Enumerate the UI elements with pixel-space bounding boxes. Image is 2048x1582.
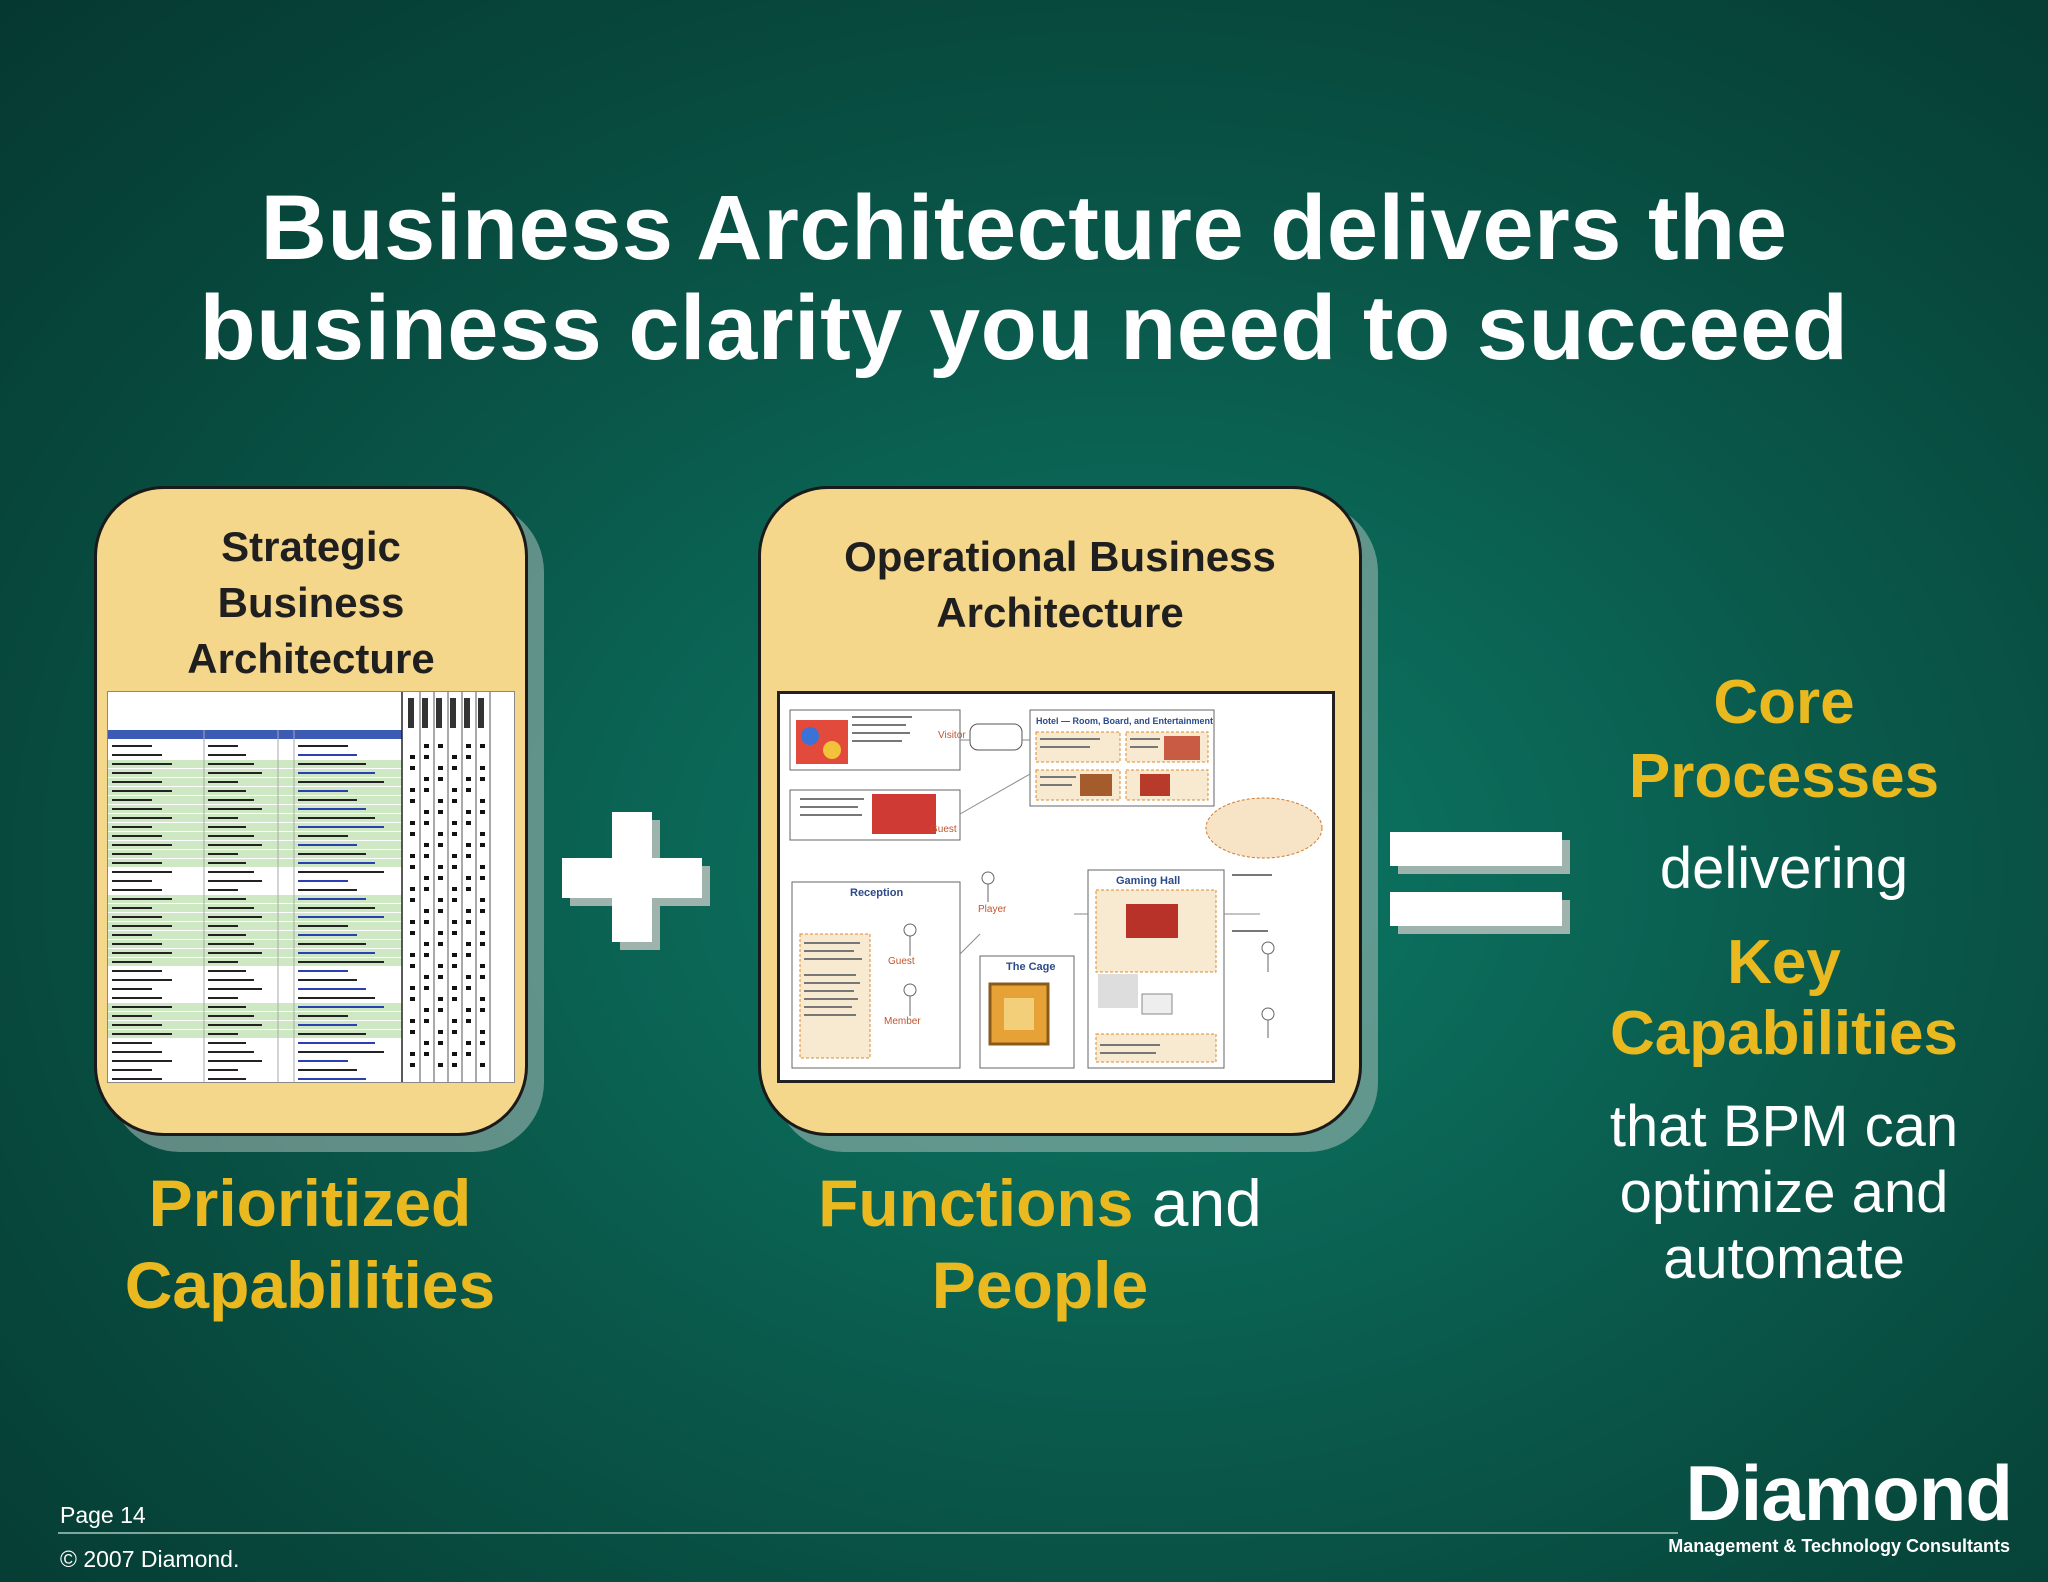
page-number: Page 14 xyxy=(60,1502,146,1528)
capability-matrix-thumbnail xyxy=(107,691,515,1083)
diamond-logo-tagline: Management & Technology Consultants xyxy=(1668,1536,2010,1556)
strategic-architecture-card: Strategic Business Architecture xyxy=(94,486,528,1136)
operational-architecture-card: Operational Business Architecture Visito… xyxy=(758,486,1362,1136)
equals-icon xyxy=(1390,832,1570,934)
and-text: and xyxy=(1133,1166,1262,1240)
functions-line: Functions and xyxy=(760,1162,1320,1244)
reception-label: Reception xyxy=(850,887,903,899)
operational-architecture-title: Operational Business Architecture xyxy=(761,529,1359,641)
strategic-title-line3: Architecture xyxy=(187,635,435,682)
visitor-label: Visitor xyxy=(938,730,966,741)
prioritized-line: Prioritized xyxy=(148,1166,472,1240)
slide-title-line2: business clarity you need to succeed xyxy=(199,277,1849,379)
operational-title-line2: Architecture xyxy=(936,589,1184,636)
capabilities-right-line: Capabilities xyxy=(1610,999,1958,1068)
hotel-label: Hotel — Room, Board, and Entertainment xyxy=(1036,716,1213,726)
operational-title-line1: Operational Business xyxy=(844,533,1276,580)
guest-label-top: Guest xyxy=(930,824,957,835)
prioritized-capabilities-caption: Prioritized Capabilities xyxy=(70,1162,550,1326)
slide-title-line1: Business Architecture delivers the xyxy=(260,177,1788,279)
functions-people-caption: Functions and People xyxy=(760,1162,1320,1326)
strategic-title-line2: Business xyxy=(217,579,405,626)
footer-divider xyxy=(58,1532,1678,1534)
functions-text: Functions xyxy=(818,1166,1134,1240)
people-text: People xyxy=(931,1248,1149,1322)
bpm-line3: automate xyxy=(1663,1226,1905,1291)
gaming-hall-label: Gaming Hall xyxy=(1116,875,1180,887)
key-line: Key xyxy=(1727,928,1841,997)
capabilities-line: Capabilities xyxy=(124,1248,496,1322)
member-label: Member xyxy=(884,1016,921,1027)
plus-icon xyxy=(562,812,710,950)
delivering-line: delivering xyxy=(1659,836,1909,901)
diamond-logo: Diamond xyxy=(1685,1449,2013,1537)
capability-matrix-graphic xyxy=(108,692,514,1082)
bpm-line2: optimize and xyxy=(1619,1160,1949,1225)
player-label: Player xyxy=(978,904,1007,915)
slide-title: Business Architecture delivers the busin… xyxy=(0,178,2048,378)
strategic-architecture-title: Strategic Business Architecture xyxy=(97,519,525,687)
operational-diagram-thumbnail: Visitor Hotel — Room, Board, and Enterta… xyxy=(777,691,1335,1083)
casino-process-diagram: Visitor Hotel — Room, Board, and Enterta… xyxy=(789,709,1323,1069)
strategic-title-line1: Strategic xyxy=(221,523,401,570)
copyright-text: © 2007 Diamond. xyxy=(60,1546,240,1572)
core-line: Core xyxy=(1713,668,1855,737)
core-processes-block: Core Processes delivering Key Capabiliti… xyxy=(1560,666,2008,1292)
the-cage-label: The Cage xyxy=(1006,961,1056,973)
guest-label: Guest xyxy=(888,956,915,967)
bpm-line1: that BPM can xyxy=(1609,1094,1959,1159)
processes-line: Processes xyxy=(1628,742,1940,811)
